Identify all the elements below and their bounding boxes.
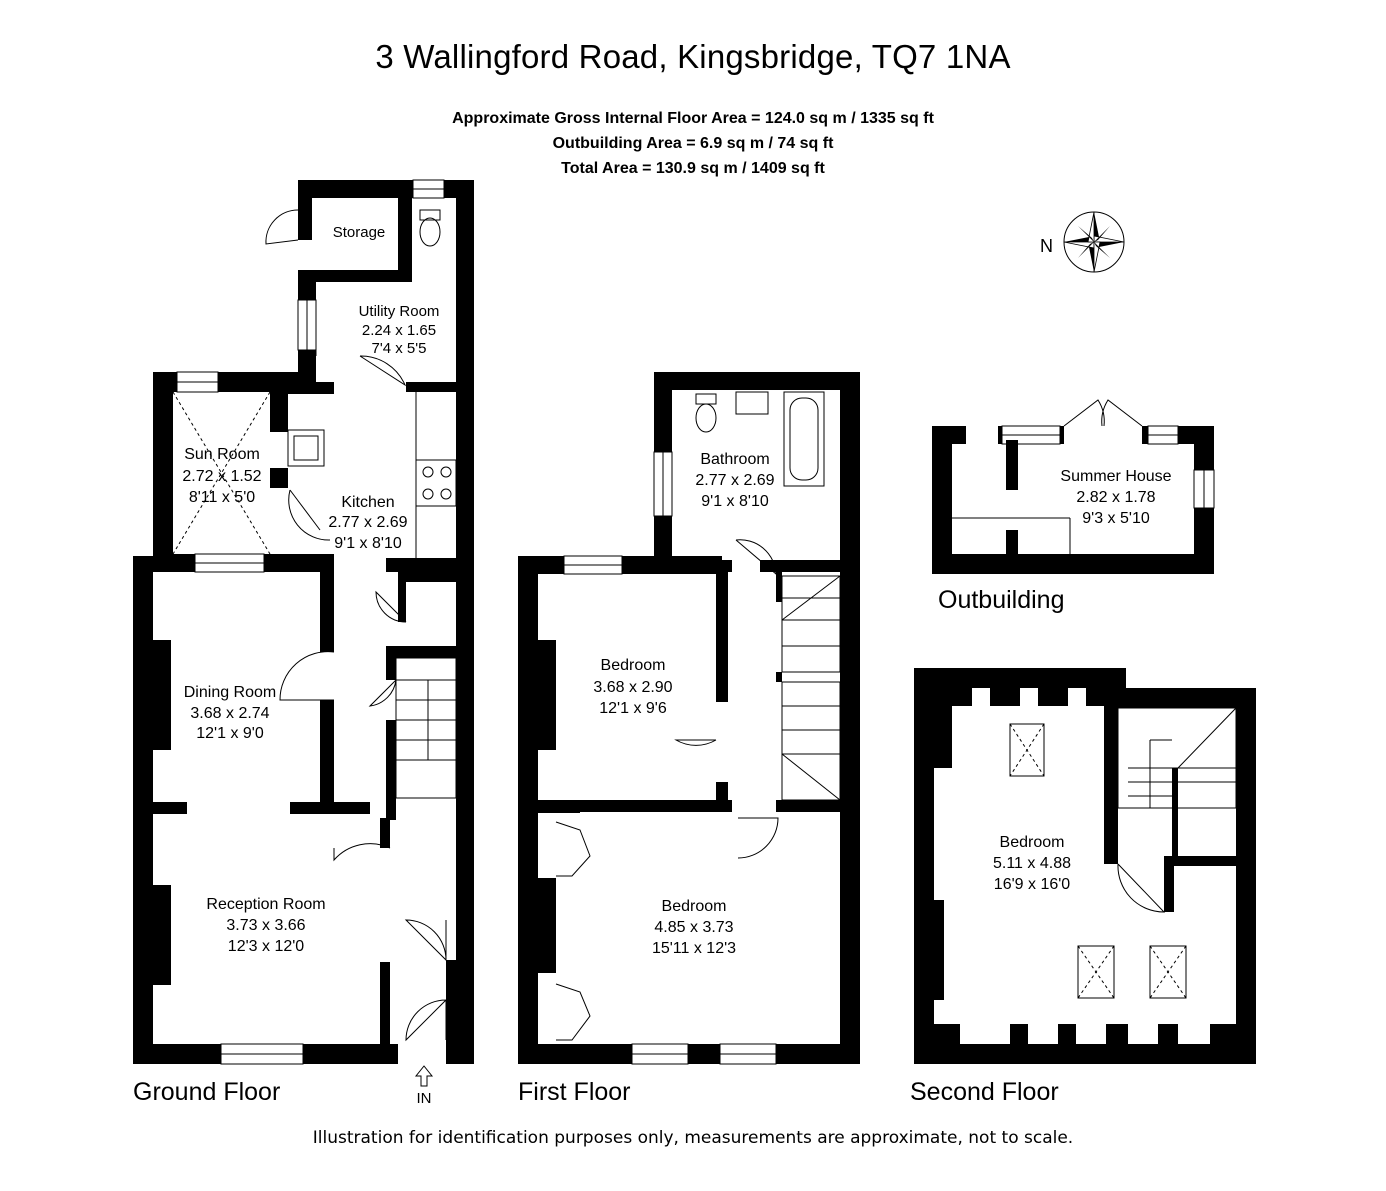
- outbuilding-label: Outbuilding: [938, 586, 1065, 614]
- kitchen-imperial: 9'1 x 8'10: [334, 535, 402, 552]
- dining-room-imperial: 12'1 x 9'0: [196, 725, 264, 742]
- second-floor-label: Second Floor: [910, 1078, 1059, 1106]
- sun-room-metric: 2.72 x 1.52: [182, 468, 261, 485]
- ground-floor-windows: [176, 179, 445, 1065]
- kitchen-metric: 2.77 x 2.69: [328, 514, 407, 531]
- second-floor-walls: [914, 668, 1256, 1064]
- bedroom-first-imperial: 12'1 x 9'6: [599, 700, 667, 717]
- utility-room-name: Utility Room: [359, 303, 440, 320]
- page-title: 3 Wallingford Road, Kingsbridge, TQ7 1NA: [375, 38, 1011, 75]
- compass-rose-icon: [1063, 211, 1125, 273]
- second-floor-plan: [914, 668, 1256, 1064]
- reception-room-imperial: 12'3 x 12'0: [228, 938, 304, 955]
- entrance-arrow-icon: [414, 1065, 434, 1087]
- first-floor-plan: [518, 372, 860, 1065]
- gross-internal-area: Approximate Gross Internal Floor Area = …: [452, 110, 934, 127]
- ground-floor-label: Ground Floor: [133, 1078, 281, 1106]
- bedroom-large-name: Bedroom: [662, 898, 727, 915]
- first-floor-walls: [518, 372, 860, 1064]
- summer-house-imperial: 9'3 x 5'10: [1082, 510, 1150, 527]
- dining-room-name: Dining Room: [184, 684, 276, 701]
- bedroom-second-imperial: 16'9 x 16'0: [994, 876, 1070, 893]
- entrance-label: IN: [417, 1090, 432, 1107]
- outbuilding-area: Outbuilding Area = 6.9 sq m / 74 sq ft: [552, 135, 834, 152]
- compass-north-label: N: [1040, 236, 1053, 256]
- bathroom-name: Bathroom: [700, 451, 769, 468]
- summer-house-name: Summer House: [1060, 468, 1171, 485]
- ground-floor-walls: [133, 180, 474, 1064]
- first-floor-fixtures: [555, 391, 841, 1065]
- reception-room-metric: 3.73 x 3.66: [226, 917, 305, 934]
- ground-floor-plan: [133, 179, 474, 1087]
- outbuilding-fixtures: [952, 399, 1215, 554]
- sun-room-name: Sun Room: [184, 446, 260, 463]
- bedroom-second-name: Bedroom: [1000, 834, 1065, 851]
- utility-room-imperial: 7'4 x 5'5: [372, 340, 427, 357]
- ground-floor-doors: [172, 209, 457, 1042]
- storage-name: Storage: [333, 224, 386, 241]
- utility-room-metric: 2.24 x 1.65: [362, 322, 436, 339]
- bedroom-large-metric: 4.85 x 3.73: [654, 919, 733, 936]
- bathroom-metric: 2.77 x 2.69: [695, 472, 774, 489]
- bedroom-second-metric: 5.11 x 4.88: [993, 855, 1071, 872]
- bedroom-first-name: Bedroom: [601, 657, 666, 674]
- bedroom-first-metric: 3.68 x 2.90: [593, 679, 672, 696]
- outbuilding-walls: [932, 426, 1214, 574]
- sun-room-imperial: 8'11 x 5'0: [189, 489, 255, 506]
- summer-house-metric: 2.82 x 1.78: [1076, 489, 1155, 506]
- first-floor-label: First Floor: [518, 1078, 631, 1106]
- disclaimer: Illustration for identification purposes…: [312, 1128, 1074, 1148]
- bedroom-large-imperial: 15'11 x 12'3: [652, 940, 736, 957]
- outbuilding-plan: [932, 399, 1215, 574]
- dining-room-metric: 3.68 x 2.74: [190, 705, 269, 722]
- bathroom-imperial: 9'1 x 8'10: [701, 493, 769, 510]
- kitchen-name: Kitchen: [341, 494, 394, 511]
- second-floor-fixtures: [1009, 707, 1237, 999]
- total-area: Total Area = 130.9 sq m / 1409 sq ft: [561, 160, 825, 177]
- reception-room-name: Reception Room: [206, 896, 325, 913]
